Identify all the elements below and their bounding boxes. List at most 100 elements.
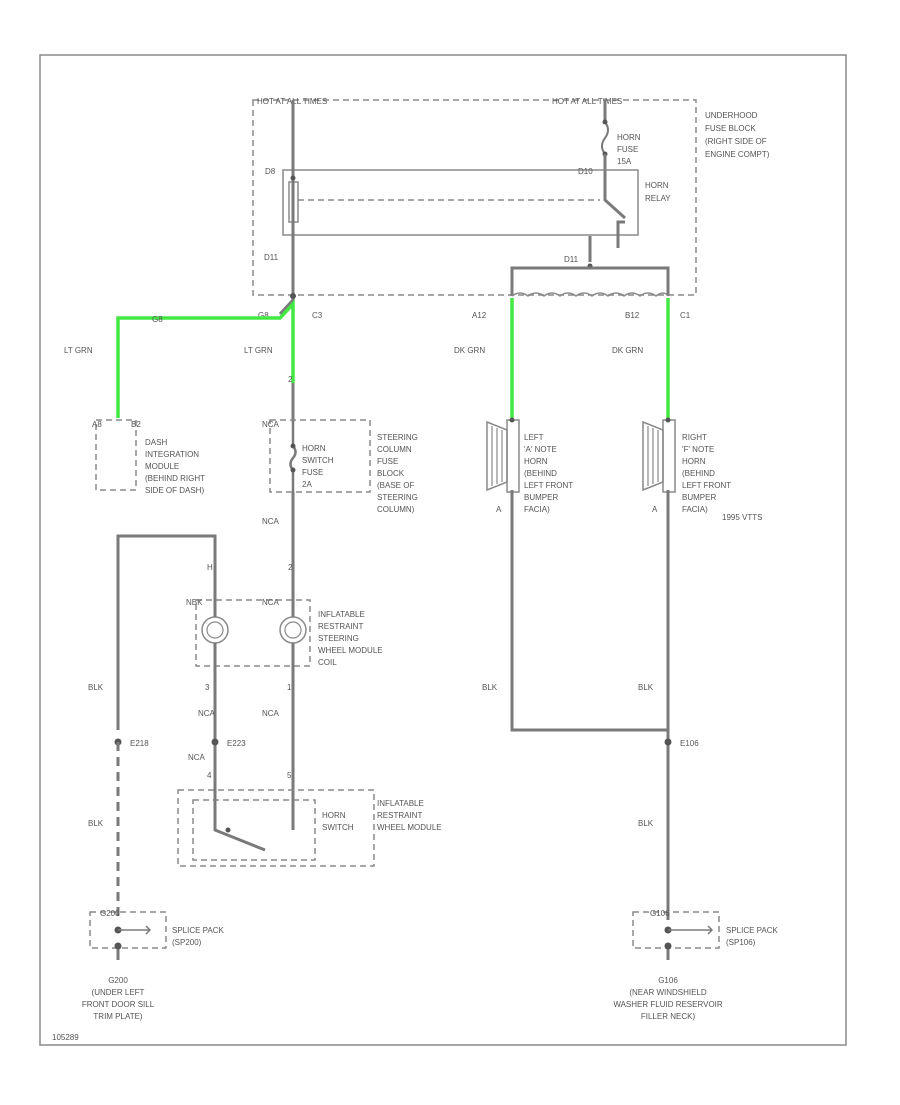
horn-fuse-terminal-top (602, 119, 608, 125)
gnd-right-line-4: FILLER NECK) (641, 1012, 696, 1021)
hs-fuse-line-2: SWITCH (302, 456, 334, 465)
blk-3-label: BLK (482, 683, 498, 692)
horn-switch-fuse-bottom (290, 467, 296, 473)
wheel-module-line-2: RESTRAINT (377, 811, 422, 820)
nca-4-label: NCA (188, 753, 206, 762)
scfb-line-4: BLOCK (377, 469, 405, 478)
hot-at-all-times-right-label: HOT AT ALL TIMES (552, 97, 622, 106)
blk-4-label: BLK (638, 683, 654, 692)
nca-1-label: NCA (262, 517, 280, 526)
gnd-right-line-3: WASHER FLUID RESERVOIR (613, 1000, 723, 1009)
scfb-line-7: COLUMN) (377, 505, 415, 514)
blk-2-label: BLK (88, 819, 104, 828)
blk-1-label: BLK (88, 683, 104, 692)
diagram-frame (39, 54, 847, 1046)
pin-c3-label: C3 (312, 311, 323, 320)
dim-line-4: (BEHIND RIGHT (145, 474, 205, 483)
coil-line-2: RESTRAINT (318, 622, 363, 631)
dim-pin-b2-label: B2 (131, 420, 141, 429)
horn-relay-line-1: HORN (645, 181, 669, 190)
horn-switch-contact (213, 780, 266, 852)
steering-coil-label: INFLATABLE RESTRAINT STEERING WHEEL MODU… (318, 610, 383, 667)
blk-left-horn-ground (510, 490, 668, 732)
wheel-module-label: INFLATABLE RESTRAINT WHEEL MODULE (377, 799, 442, 832)
splice-pack-left-label: SPLICE PACK (SP200) (172, 926, 225, 947)
splice-left-top-label: G200 (100, 909, 120, 918)
dk-grn-left-label: DK GRN (454, 346, 485, 355)
horn-switch-boundary (192, 799, 316, 861)
coil-line-3: STEERING (318, 634, 359, 643)
horn-switch-fuse-label: HORN SWITCH FUSE 2A (302, 444, 334, 489)
lh-line-2: 'A' NOTE (524, 445, 557, 454)
gnd-right-line-1: G106 (658, 976, 678, 985)
horn-note-extra-label: 1995 VTTS (722, 513, 762, 522)
splice-pack-right-arrow (668, 925, 714, 935)
coil-ring-right-inner (284, 621, 302, 639)
coil-ring-left (201, 616, 229, 644)
rh-line-5: LEFT FRONT (682, 481, 731, 490)
lh-line-6: BUMPER (524, 493, 558, 502)
ground-left-label: G200 (UNDER LEFT FRONT DOOR SILL TRIM PL… (82, 976, 155, 1021)
dim-line-1: DASH (145, 438, 167, 447)
ground-right-dot (664, 942, 672, 950)
pin-b12-label: B12 (625, 311, 640, 320)
scfb-line-5: (BASE OF (377, 481, 414, 490)
connector-break-symbol (511, 292, 669, 297)
steering-column-fuse-block-boundary (269, 419, 371, 493)
spl-right-line-1: SPLICE PACK (726, 926, 779, 935)
rh-line-6: BUMPER (682, 493, 716, 502)
right-horn-icon (642, 419, 676, 493)
splice-right-top-label: G106 (650, 909, 670, 918)
horn-fuse-line-2: FUSE (617, 145, 638, 154)
spl-left-line-2: (SP200) (172, 938, 202, 947)
pin-2-top-label: 2 (288, 375, 293, 384)
gnd-right-line-2: (NEAR WINDSHIELD (629, 988, 707, 997)
pin-d8-label: D8 (265, 167, 276, 176)
wheel-module-line-1: INFLATABLE (377, 799, 424, 808)
horn-switch-pivot (225, 827, 231, 833)
blk-5-label: BLK (638, 819, 654, 828)
pin-a12-label: A12 (472, 311, 487, 320)
splice-pack-right-label: SPLICE PACK (SP106) (726, 926, 779, 947)
rh-line-4: (BEHIND (682, 469, 715, 478)
e106-label: E106 (680, 739, 699, 748)
scfb-line-6: STEERING (377, 493, 418, 502)
pin-4-label: 4 (207, 771, 212, 780)
wheel-module-boundary (177, 789, 375, 867)
gnd-left-line-4: TRIM PLATE) (93, 1012, 143, 1021)
coil-ring-left-inner (206, 621, 224, 639)
horn-switch-line-2: SWITCH (322, 823, 354, 832)
coil-line-4: WHEEL MODULE (318, 646, 383, 655)
spl-left-line-1: SPLICE PACK (172, 926, 225, 935)
splice-pack-right-boundary (632, 911, 720, 949)
lh-line-1: LEFT (524, 433, 544, 442)
rh-line-1: RIGHT (682, 433, 707, 442)
right-horn-pin-a: A (652, 505, 658, 514)
lt-grn-mid-label: LT GRN (244, 346, 273, 355)
horn-switch-label: HORN SWITCH (322, 811, 354, 832)
underhood-line-4: ENGINE COMPT) (705, 150, 770, 159)
splice-pack-left-boundary (89, 911, 167, 949)
horn-switch-fuse-top (290, 443, 296, 449)
left-horn-pin-a: A (496, 505, 502, 514)
splice-pack-left-arrow (118, 925, 152, 935)
dash-integration-module-label: DASH INTEGRATION MODULE (BEHIND RIGHT SI… (145, 438, 205, 495)
underhood-line-1: UNDERHOOD (705, 111, 758, 120)
pin-c3-terminal (290, 293, 296, 299)
footer-code: 105289 (52, 1033, 79, 1042)
dash-integration-module-boundary (95, 419, 137, 491)
nbk-label: NBK (186, 598, 203, 607)
dim-line-2: INTEGRATION (145, 450, 199, 459)
pin-3-label: 3 (205, 683, 210, 692)
pin-h-label: H (207, 563, 213, 572)
lh-line-7: FACIA) (524, 505, 550, 514)
dk-grn-right-label: DK GRN (612, 346, 643, 355)
gnd-left-line-2: (UNDER LEFT (92, 988, 145, 997)
g8-wire-label: G8 (152, 315, 163, 324)
dim-line-3: MODULE (145, 462, 179, 471)
horn-fuse-symbol (601, 121, 609, 155)
splice-e223-dot (211, 738, 219, 746)
horn-relay-box (282, 169, 639, 236)
